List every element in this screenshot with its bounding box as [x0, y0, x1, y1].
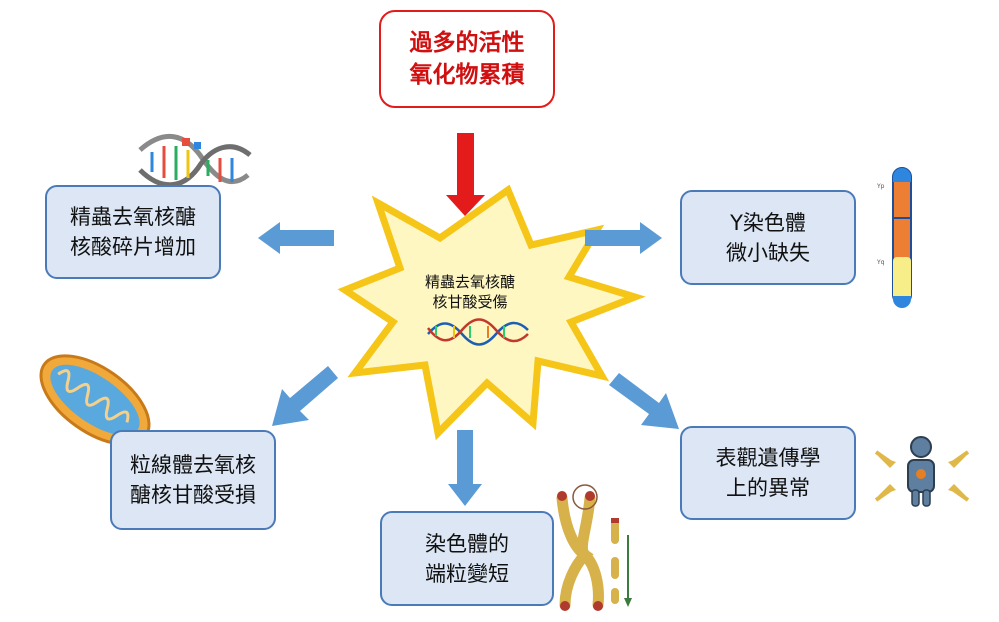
node-sperm-dna-damage: 精蟲去氧核醣 核甘酸受傷 [390, 272, 550, 312]
node-excess-ros-line1: 過多的活性 [409, 30, 525, 56]
red-arrow-down [446, 133, 485, 216]
dna-strand-icon [138, 133, 252, 188]
stressed-person-icon [874, 436, 970, 507]
svg-text:Yq: Yq [876, 259, 885, 266]
node-mitochondrial-dna-damage: 粒線體去氧核 醣核甘酸受損 [110, 430, 276, 530]
arrow-down-bottom [448, 430, 482, 506]
node-dna-fragmentation: 精蟲去氧核醣 核酸碎片增加 [45, 185, 221, 279]
svg-text:Yp: Yp [876, 183, 885, 190]
node-epigenetic-abnormality-line1: 表觀遺傳學 [715, 446, 821, 470]
arrow-right-lower [609, 373, 679, 429]
node-epigenetic-abnormality: 表觀遺傳學 上的異常 [680, 426, 856, 520]
node-telomere-shortening: 染色體的 端粒變短 [380, 511, 554, 606]
node-excess-ros-line2: 氧化物累積 [409, 62, 525, 88]
arrow-left-upper [258, 222, 334, 254]
node-sperm-dna-damage-line1: 精蟲去氧核醣 [424, 273, 515, 291]
node-sperm-dna-damage-line2: 核甘酸受傷 [432, 293, 508, 311]
y-chromosome-icon: Yp Yq [876, 167, 912, 308]
node-dna-fragmentation-line2: 核酸碎片增加 [70, 235, 196, 259]
chromosome-telomere-icon [556, 484, 632, 611]
node-y-microdeletion-line2: 微小缺失 [726, 240, 810, 265]
node-mitochondrial-dna-damage-line1: 粒線體去氧核 [130, 453, 256, 477]
node-epigenetic-abnormality-line2: 上的異常 [726, 476, 810, 500]
node-y-microdeletion: Y染色體 微小缺失 [680, 190, 856, 285]
node-y-microdeletion-line1: Y染色體 [730, 210, 806, 235]
arrow-right-upper [585, 222, 662, 254]
node-telomere-shortening-line1: 染色體的 [425, 531, 509, 556]
arrow-left-lower [272, 366, 338, 426]
dna-helix-icon [427, 318, 529, 346]
node-mitochondrial-dna-damage-line2: 醣核甘酸受損 [130, 483, 256, 507]
node-telomere-shortening-line2: 端粒變短 [425, 561, 509, 586]
mitochondrion-icon [39, 354, 151, 446]
node-dna-fragmentation-line1: 精蟲去氧核醣 [70, 205, 196, 229]
node-excess-ros: 過多的活性 氧化物累積 [379, 10, 555, 108]
center-star-burst [337, 184, 646, 441]
